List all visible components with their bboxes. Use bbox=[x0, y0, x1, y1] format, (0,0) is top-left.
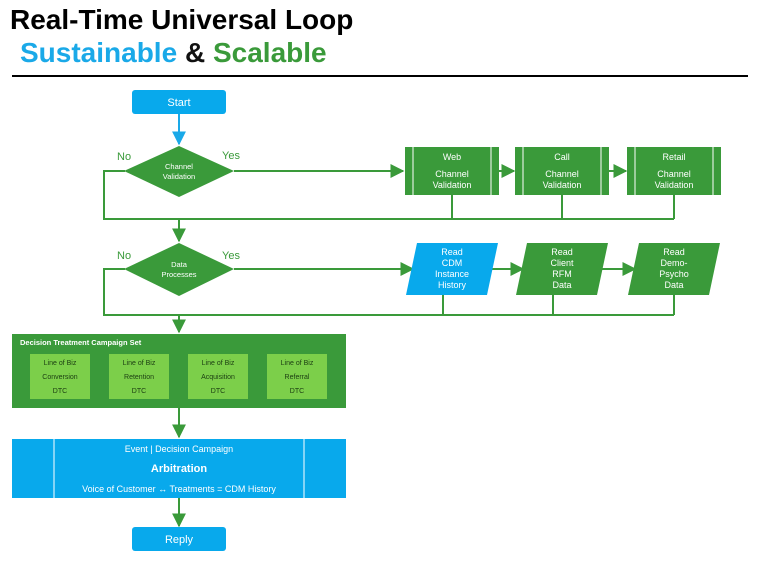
channel-retail: Retail Channel Validation bbox=[627, 147, 721, 195]
read-demo-line1: Read bbox=[663, 247, 685, 257]
read-cdm-line1: Read bbox=[441, 247, 463, 257]
campaign-conversion-line3: DTC bbox=[53, 388, 67, 395]
channel-retail-line2: Channel bbox=[657, 169, 691, 179]
campaign-retention-line3: DTC bbox=[132, 388, 146, 395]
campaign-acquisition-line3: DTC bbox=[211, 388, 225, 395]
channel-web-line2: Channel bbox=[435, 169, 469, 179]
title-divider bbox=[12, 75, 748, 77]
page-subtitle: Sustainable & Scalable bbox=[20, 37, 327, 69]
subtitle-ampersand: & bbox=[184, 37, 206, 68]
channel-call: Call Channel Validation bbox=[515, 147, 609, 195]
channel-call-line3: Validation bbox=[543, 180, 582, 190]
read-cdm-line4: History bbox=[438, 280, 467, 290]
read-cdm-line3: Instance bbox=[435, 269, 469, 279]
decision2-no-label: No bbox=[117, 250, 131, 262]
connector-decision1-no bbox=[103, 170, 179, 220]
read-demo-psycho-data: Read Demo- Psycho Data bbox=[628, 243, 720, 295]
read-demo-line2: Demo- bbox=[660, 258, 687, 268]
campaign-item-referral: Line of Biz Referral DTC bbox=[267, 354, 327, 399]
read-rfm-line2: Client bbox=[550, 258, 574, 268]
start-node: Start bbox=[132, 90, 226, 114]
decision-data-processes: Data Processes bbox=[124, 243, 234, 296]
page-title: Real-Time Universal Loop bbox=[10, 4, 354, 35]
channel-call-line1: Call bbox=[554, 152, 570, 162]
read-rfm-line3: RFM bbox=[552, 269, 572, 279]
campaign-retention-line2: Retention bbox=[124, 374, 154, 381]
decision2-line2: Processes bbox=[161, 270, 196, 279]
channel-retail-line1: Retail bbox=[662, 152, 685, 162]
connector-decision2-no bbox=[103, 268, 179, 316]
start-label: Start bbox=[167, 97, 190, 109]
channel-call-line2: Channel bbox=[545, 169, 579, 179]
campaign-retention-line1: Line of Biz bbox=[123, 360, 156, 367]
decision2-yes-label: Yes bbox=[222, 250, 240, 262]
decision1-line2: Validation bbox=[163, 172, 195, 181]
arbitration-bottom-label: Voice of Customer ↔ Treatments = CDM His… bbox=[82, 484, 276, 494]
campaign-item-retention: Line of Biz Retention DTC bbox=[109, 354, 169, 399]
connectors bbox=[103, 114, 675, 528]
read-demo-line3: Psycho bbox=[659, 269, 689, 279]
channel-web-line3: Validation bbox=[433, 180, 472, 190]
campaign-item-conversion: Line of Biz Conversion DTC bbox=[30, 354, 90, 399]
decision-channel-validation: Channel Validation bbox=[124, 146, 234, 197]
reply-node: Reply bbox=[132, 527, 226, 551]
reply-label: Reply bbox=[165, 534, 194, 546]
campaign-item-acquisition: Line of Biz Acquisition DTC bbox=[188, 354, 248, 399]
decision2-line1: Data bbox=[171, 260, 188, 269]
campaign-referral-line3: DTC bbox=[290, 388, 304, 395]
channel-retail-line3: Validation bbox=[655, 180, 694, 190]
campaign-referral-line2: Referral bbox=[285, 374, 310, 381]
campaign-set-title: Decision Treatment Campaign Set bbox=[20, 338, 142, 347]
read-cdm-instance-history: Read CDM Instance History bbox=[406, 243, 498, 295]
read-client-rfm-data: Read Client RFM Data bbox=[516, 243, 608, 295]
read-rfm-line1: Read bbox=[551, 247, 573, 257]
arbitration-title: Arbitration bbox=[151, 463, 208, 475]
campaign-conversion-line1: Line of Biz bbox=[44, 360, 77, 367]
channel-web: Web Channel Validation bbox=[405, 147, 499, 195]
subtitle-scalable: Scalable bbox=[212, 37, 327, 68]
campaign-acquisition-line2: Acquisition bbox=[201, 374, 235, 381]
campaign-acquisition-line1: Line of Biz bbox=[202, 360, 235, 367]
decision1-yes-label: Yes bbox=[222, 150, 240, 162]
campaign-referral-line1: Line of Biz bbox=[281, 360, 314, 367]
decision1-line1: Channel bbox=[165, 162, 193, 171]
read-rfm-line4: Data bbox=[552, 280, 571, 290]
channel-web-line1: Web bbox=[443, 152, 461, 162]
decision1-no-label: No bbox=[117, 151, 131, 163]
campaign-conversion-line2: Conversion bbox=[42, 374, 78, 381]
arbitration-box: Event | Decision Campaign Arbitration Vo… bbox=[12, 439, 346, 498]
arbitration-top-label: Event | Decision Campaign bbox=[125, 444, 233, 454]
read-cdm-line2: CDM bbox=[442, 258, 463, 268]
read-demo-line4: Data bbox=[664, 280, 683, 290]
subtitle-sustainable: Sustainable bbox=[20, 37, 178, 68]
